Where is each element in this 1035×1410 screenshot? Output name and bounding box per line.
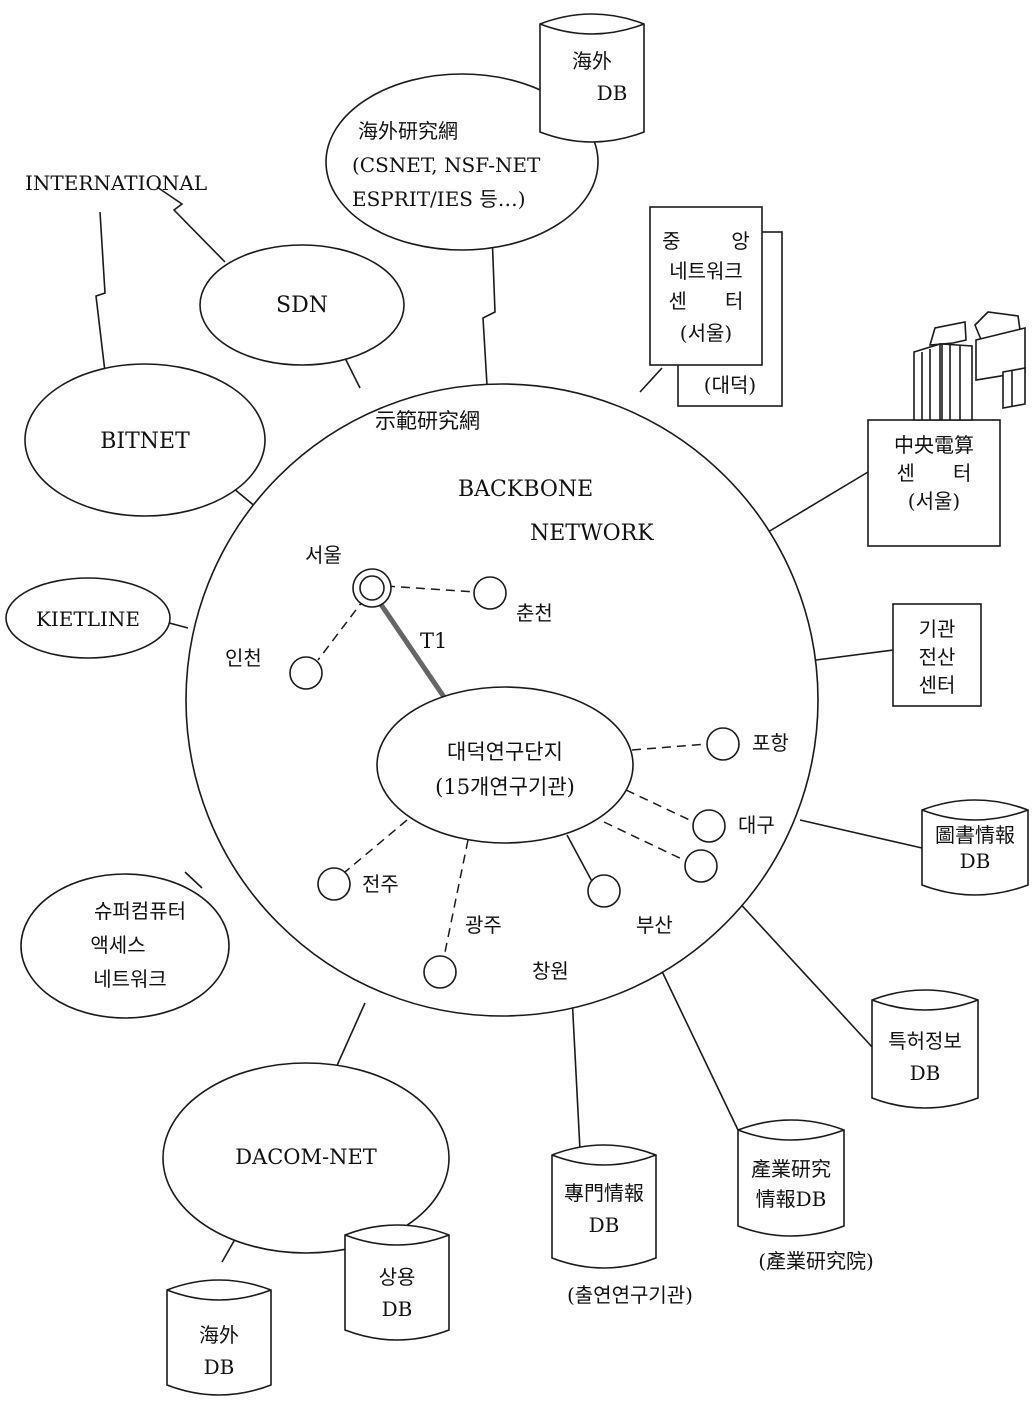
central-computer-center-line1: 中央電算	[894, 433, 974, 457]
hub-label-line1: 대덕연구단지	[447, 740, 563, 764]
supercomputer-line1: 슈퍼컴퓨터	[94, 899, 186, 923]
kietline-label: KIETLINE	[36, 607, 140, 631]
sdn-label: SDN	[276, 293, 328, 318]
city-label-seoul: 서울	[305, 543, 342, 567]
supercomputer-line2: 액세스	[90, 933, 145, 957]
library-db-cylinder	[921, 799, 1029, 896]
overseas-research-net-line3: ESPRIT/IES 등…)	[352, 187, 526, 211]
agency-computer-center-box	[892, 603, 982, 707]
backbone-title: 示範研究網	[375, 409, 480, 433]
central-computer-center-line2: 센 터	[897, 461, 972, 485]
commercial-db-line2: DB	[382, 1297, 413, 1321]
central-network-center-line2: 네트워크	[669, 259, 743, 283]
overseas-research-net-line2: (CSNET, NSF-NET	[352, 153, 541, 177]
city-nodes	[289, 568, 740, 989]
central-computer-center-box	[867, 419, 1001, 547]
node-pohang	[706, 727, 740, 761]
specialty-db-line1: 專門情報	[564, 1181, 644, 1205]
agency-computer-center-line3: 센터	[919, 673, 956, 697]
agency-computer-center-line1: 기관	[919, 617, 956, 641]
overseas-db-top-line2: DB	[597, 81, 628, 105]
central-network-center-line1: 중 앙	[662, 229, 750, 253]
industry-db-line2: 情報DB	[756, 1187, 827, 1211]
commercial-db-cylinder	[344, 1224, 450, 1341]
overseas-db-bottom-line1: 海外	[199, 1323, 239, 1347]
overseas-db-top-line1: 海外	[572, 49, 612, 73]
central-computer-center-line3: (서울)	[908, 489, 960, 513]
city-label-gwangju: 광주	[465, 913, 502, 937]
central-network-center-box	[649, 206, 763, 366]
node-busan	[684, 849, 718, 883]
overseas-db-top-cylinder	[539, 13, 645, 143]
industry-db-line1: 產業研究	[751, 1157, 831, 1181]
city-label-changwon: 창원	[532, 959, 569, 983]
connection-lines	[95, 186, 923, 1263]
overseas-db-bottom-cylinder	[166, 1279, 272, 1396]
overseas-db-bottom-line2: DB	[204, 1355, 235, 1379]
library-db-line2: DB	[960, 849, 991, 873]
sdn-ellipse	[199, 244, 405, 366]
specialty-db-cylinder	[551, 1144, 657, 1269]
backbone-label-line1: BACKBONE	[458, 477, 593, 502]
city-label-pohang: 포항	[752, 731, 789, 755]
dacom-net-label: DACOM-NET	[235, 1145, 377, 1169]
library-db-line1: 圖書情報	[935, 823, 1015, 847]
node-chuncheon	[473, 576, 507, 610]
computer-icon	[913, 311, 1026, 421]
commercial-db-line1: 상용	[379, 1265, 416, 1289]
patent-db-cylinder	[871, 989, 979, 1109]
node-daegu	[692, 809, 726, 843]
patent-db-line1: 특허정보	[888, 1029, 962, 1053]
specialty-db-caption: (출연연구기관)	[567, 1283, 693, 1307]
industry-db-cylinder	[737, 1119, 845, 1237]
backbone-label-line2: NETWORK	[530, 521, 654, 546]
node-incheon	[289, 656, 323, 690]
t1-label: T1	[420, 629, 447, 653]
dacom-net-ellipse	[162, 1062, 450, 1254]
city-label-jeonju: 전주	[362, 872, 399, 896]
industry-db-caption: (產業研究院)	[758, 1249, 874, 1273]
node-gwangju	[423, 955, 457, 989]
hub-label-line2: (15개연구기관)	[435, 775, 575, 799]
overseas-research-net-ellipse	[325, 73, 599, 251]
agency-computer-center-line2: 전산	[919, 645, 956, 669]
specialty-db-line2: DB	[589, 1213, 620, 1237]
daedeok-hub-ellipse	[376, 686, 634, 844]
supercomputer-ellipse	[20, 873, 230, 1019]
international-label: INTERNATIONAL	[25, 171, 207, 195]
backbone-links	[317, 585, 708, 958]
supercomputer-line3: 네트워크	[93, 967, 167, 991]
central-network-center-back-label: (대덕)	[704, 373, 756, 397]
city-label-daegu: 대구	[738, 813, 775, 837]
node-jeonju	[317, 867, 351, 901]
node-changwon	[587, 874, 621, 908]
city-label-incheon: 인천	[225, 646, 262, 670]
t1-link	[377, 601, 447, 699]
central-network-center-line4: (서울)	[680, 321, 732, 345]
city-label-busan: 부산	[636, 913, 673, 937]
node-seoul-inner	[359, 575, 385, 601]
overseas-research-net-line1: 海外研究網	[358, 119, 458, 143]
kietline-ellipse	[5, 577, 171, 659]
patent-db-line2: DB	[910, 1061, 941, 1085]
bitnet-ellipse	[24, 363, 266, 517]
bitnet-label: BITNET	[100, 429, 190, 454]
central-network-center-line3: 센 터	[669, 289, 744, 313]
city-label-chuncheon: 춘천	[516, 601, 553, 625]
